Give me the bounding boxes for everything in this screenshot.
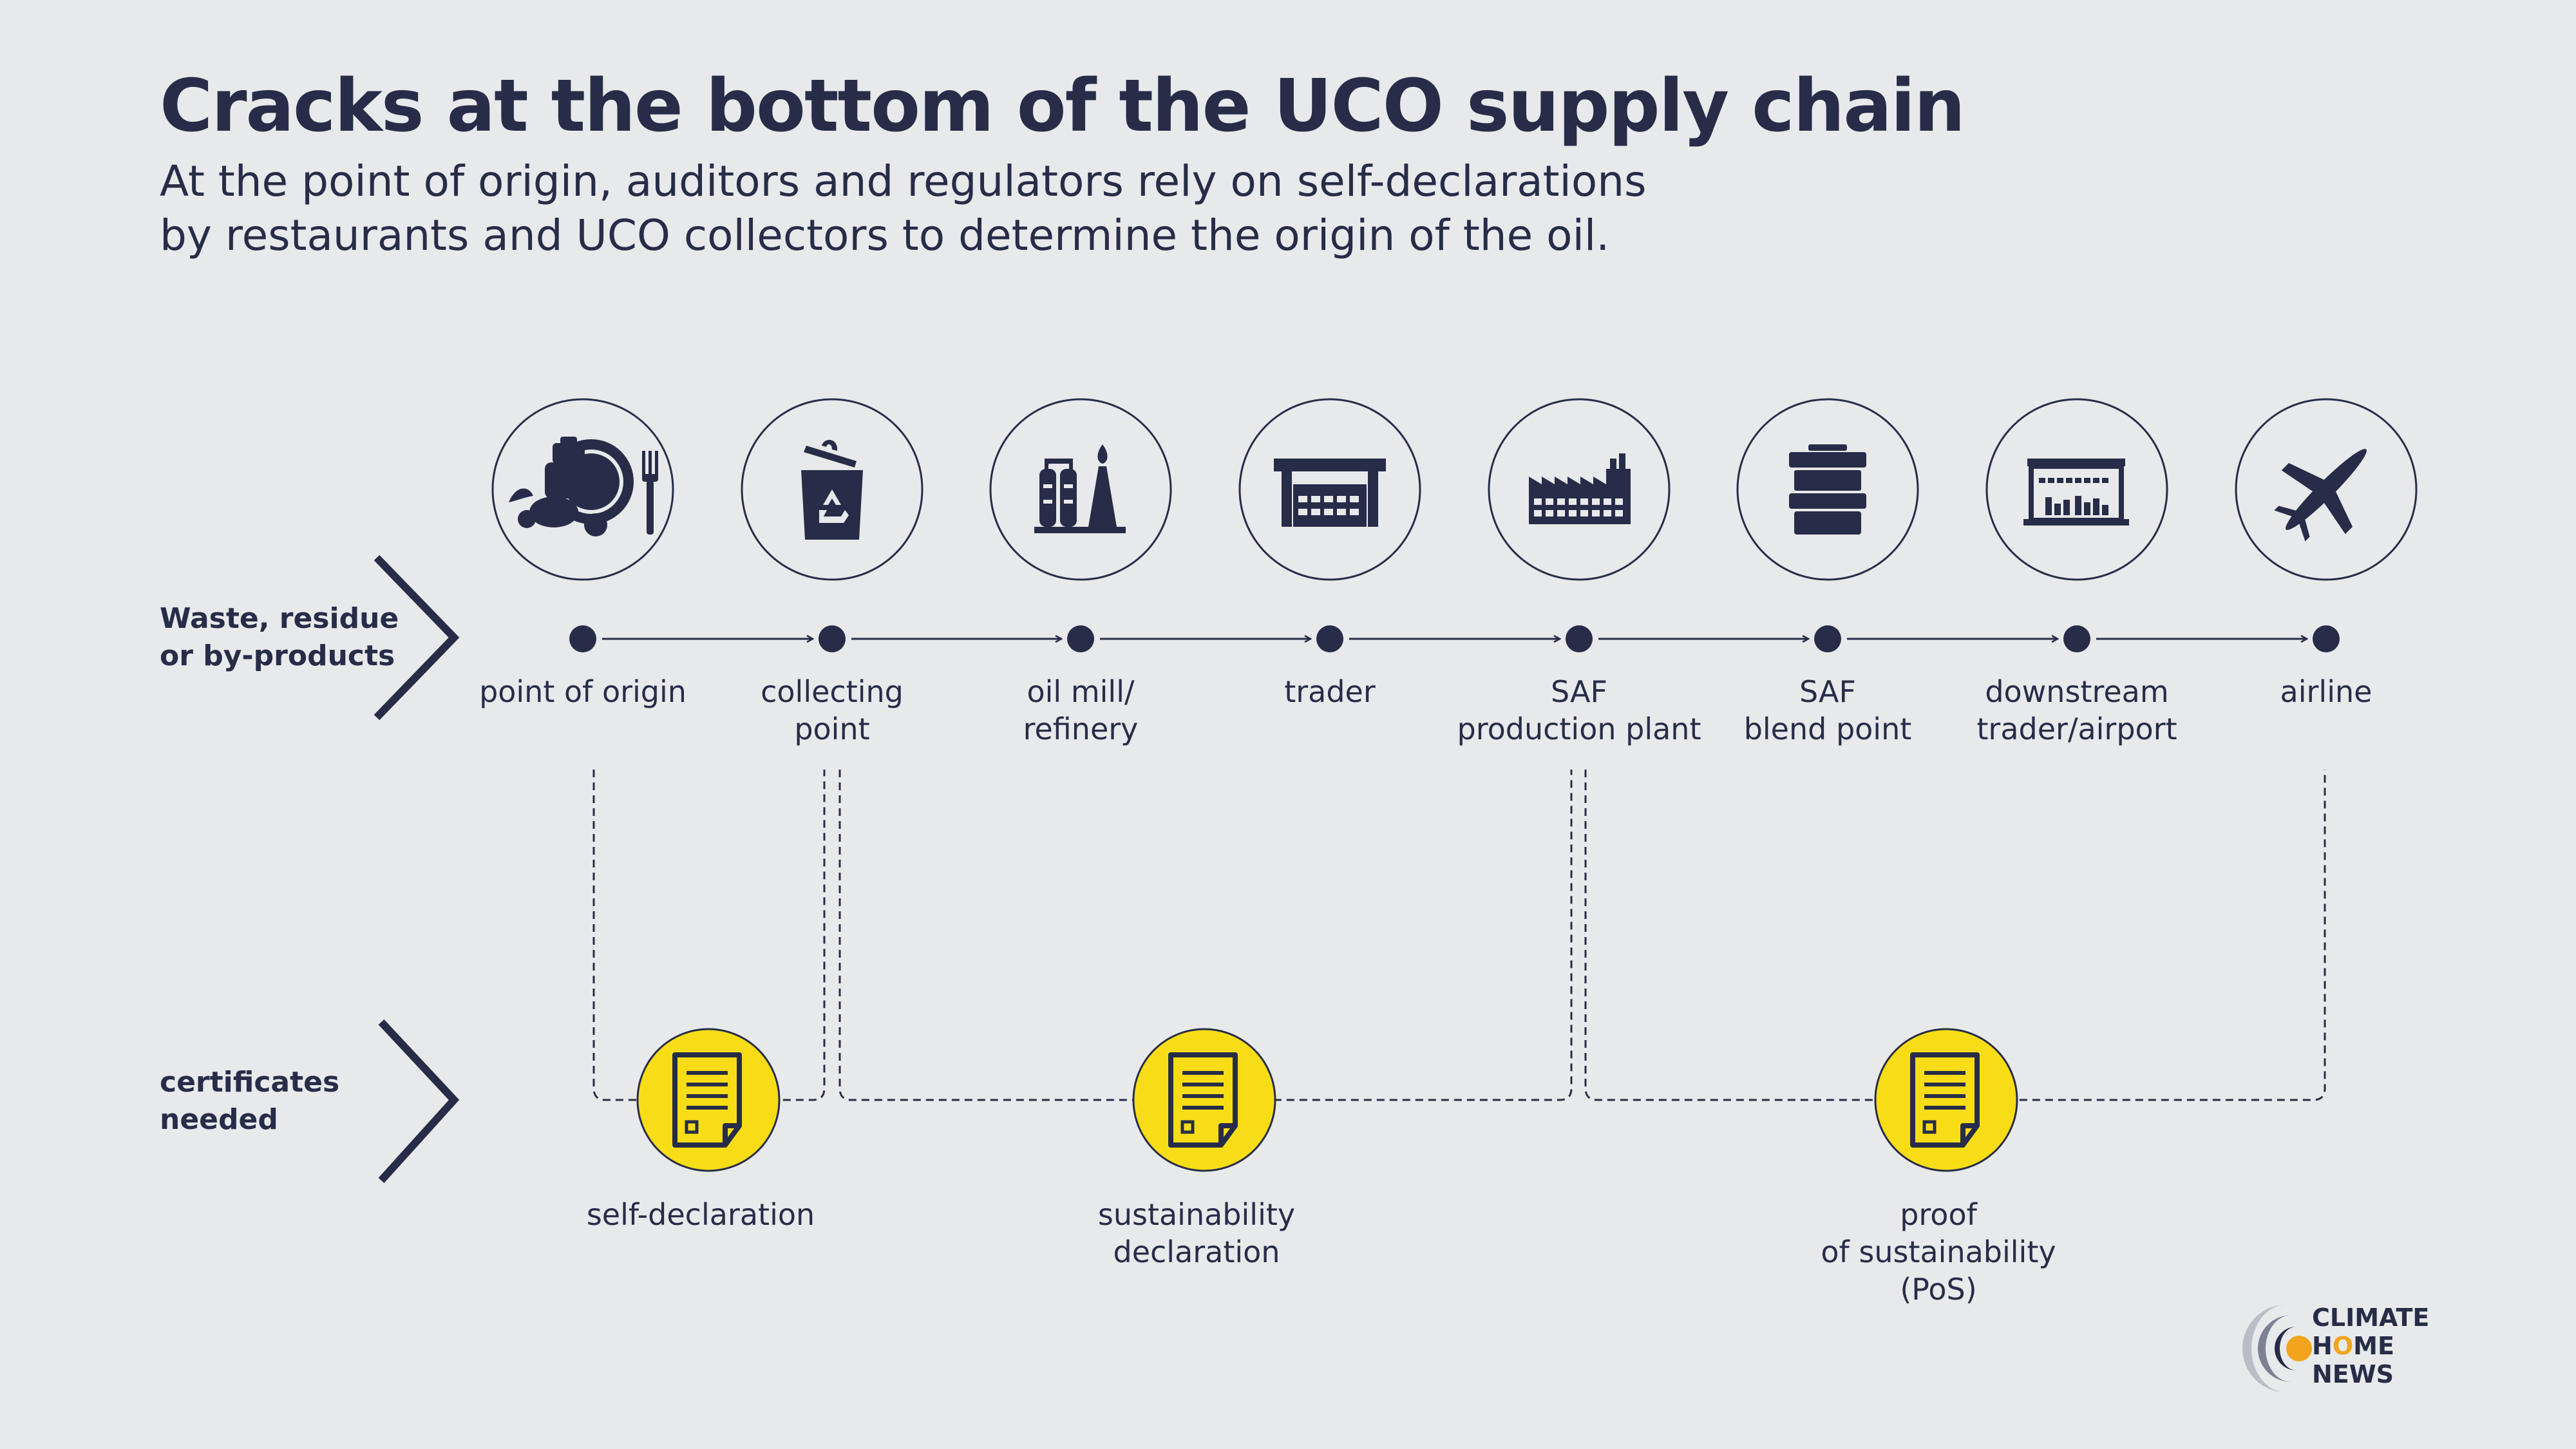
- factory-icon: [1529, 453, 1631, 524]
- page-title: Cracks at the bottom of the UCO supply c…: [160, 64, 1965, 148]
- certificate-label-line: proof: [1900, 1197, 1977, 1232]
- recycling-bin-icon: [801, 439, 863, 540]
- stage-circle-3: [989, 398, 1172, 581]
- stage-circle-5: [1488, 398, 1671, 581]
- stage-label-line: airline: [2280, 674, 2372, 709]
- stage-label-line: SAF: [1551, 674, 1607, 709]
- stage-label-line: production plant: [1457, 712, 1701, 746]
- row-label-products: Waste, residue or by-products: [160, 600, 399, 675]
- stage-label-collecting-point: collecting point: [684, 673, 980, 748]
- stage-label-line: oil mill/: [1027, 674, 1135, 709]
- timeline-dot-6: [1814, 625, 1841, 652]
- restaurant-food-icon: [509, 437, 658, 536]
- certificate-badge-3: [1874, 1028, 2018, 1172]
- certificate-label-sustainability-declaration: sustainability declaration: [1029, 1196, 1364, 1271]
- stage-label-line: point of origin: [479, 674, 687, 709]
- stage-label-line: SAF: [1799, 674, 1856, 709]
- document-icon: [672, 1052, 742, 1148]
- stage-circle-7: [1985, 398, 2168, 581]
- stage-circle-1: [491, 398, 674, 581]
- stage-label-saf-production-plant: SAF production plant: [1431, 673, 1727, 748]
- certificate-label-self-declaration: self-declaration: [533, 1196, 868, 1233]
- stage-circle-8: [2235, 398, 2418, 581]
- certificate-badge-1: [636, 1028, 781, 1172]
- timeline-dot-8: [2313, 625, 2340, 652]
- bracket-sustainability-declaration: [838, 770, 1573, 1101]
- storage-tank-icon: [1789, 444, 1866, 535]
- timeline-dot-4: [1316, 625, 1343, 652]
- document-icon: [1910, 1052, 1980, 1148]
- logo-line-3: NEWS: [2312, 1360, 2394, 1388]
- stage-label-line: trader/airport: [1976, 712, 2177, 746]
- timeline-dot-5: [1566, 625, 1593, 652]
- certificate-label-line: declaration: [1113, 1235, 1280, 1269]
- logo-wordmark: CLIMATE HOME NEWS: [2312, 1303, 2429, 1388]
- stage-circles: [491, 398, 2418, 581]
- logo-line-1: CLIMATE: [2312, 1303, 2430, 1332]
- row-label-products-line-2: or by-products: [160, 639, 395, 672]
- stage-label-point-of-origin: point of origin: [435, 673, 731, 710]
- stage-label-downstream-trader-airport: downstream trader/airport: [1929, 673, 2225, 748]
- stage-label-airline: airline: [2178, 673, 2474, 710]
- stage-label-line: blend point: [1743, 712, 1912, 746]
- subtitle-line-2: by restaurants and UCO collectors to det…: [160, 211, 1610, 260]
- warehouse-icon: [1274, 459, 1386, 527]
- document-icon: [1168, 1052, 1238, 1148]
- row-label-certificates: certificates needed: [160, 1064, 339, 1139]
- row-label-certificates-line-2: needed: [160, 1103, 278, 1136]
- timeline-dots: [569, 625, 2340, 652]
- stage-label-line: collecting: [761, 674, 904, 709]
- timeline-dot-7: [2063, 625, 2090, 652]
- chevron-certificates-icon: [378, 1019, 460, 1184]
- subtitle-line-1: At the point of origin, auditors and reg…: [160, 156, 1647, 206]
- stage-label-saf-blend-point: SAF blend point: [1680, 673, 1976, 748]
- logo-line-2-post: ME: [2353, 1332, 2394, 1360]
- certificate-label-line: sustainability: [1097, 1197, 1296, 1232]
- stage-circle-4: [1238, 398, 1421, 581]
- logo-line-2: HOME: [2312, 1332, 2429, 1360]
- stage-circle-2: [741, 398, 923, 581]
- certificate-label-proof-of-sustainability: proof of sustainability (PoS): [1771, 1196, 2106, 1308]
- certificate-badge-2: [1132, 1028, 1276, 1172]
- logo-line-2-pre: H: [2312, 1332, 2333, 1360]
- climate-home-news-logo: CLIMATE HOME NEWS: [2241, 1300, 2434, 1397]
- refinery-icon: [1034, 444, 1126, 533]
- timeline-dot-3: [1067, 625, 1094, 652]
- stage-label-line: point: [794, 712, 870, 746]
- stage-label-oil-mill-refinery: oil mill/ refinery: [933, 673, 1229, 748]
- logo-mark-icon: [2242, 1305, 2312, 1392]
- stage-label-line: downstream: [1985, 674, 2169, 709]
- row-label-products-line-1: Waste, residue: [160, 602, 399, 635]
- logo-line-2-o: O: [2332, 1332, 2354, 1360]
- timeline-dot-2: [819, 625, 846, 652]
- stage-circle-6: [1736, 398, 1919, 581]
- page-subtitle: At the point of origin, auditors and reg…: [160, 155, 1646, 263]
- chevron-products-icon: [374, 554, 460, 721]
- stage-label-line: refinery: [1023, 712, 1139, 746]
- certificate-label-line: self-declaration: [586, 1197, 815, 1232]
- certificate-brackets: [592, 770, 2326, 1101]
- depot-icon: [2023, 459, 2129, 526]
- certificate-label-line: of sustainability: [1821, 1235, 2056, 1269]
- stage-label-trader: trader: [1182, 673, 1478, 710]
- airplane-icon: [2274, 449, 2367, 542]
- stage-label-line: trader: [1284, 674, 1376, 709]
- row-label-certificates-line-1: certificates: [160, 1066, 340, 1099]
- timeline-dot-1: [569, 625, 596, 652]
- certificate-label-line: (PoS): [1900, 1272, 1977, 1307]
